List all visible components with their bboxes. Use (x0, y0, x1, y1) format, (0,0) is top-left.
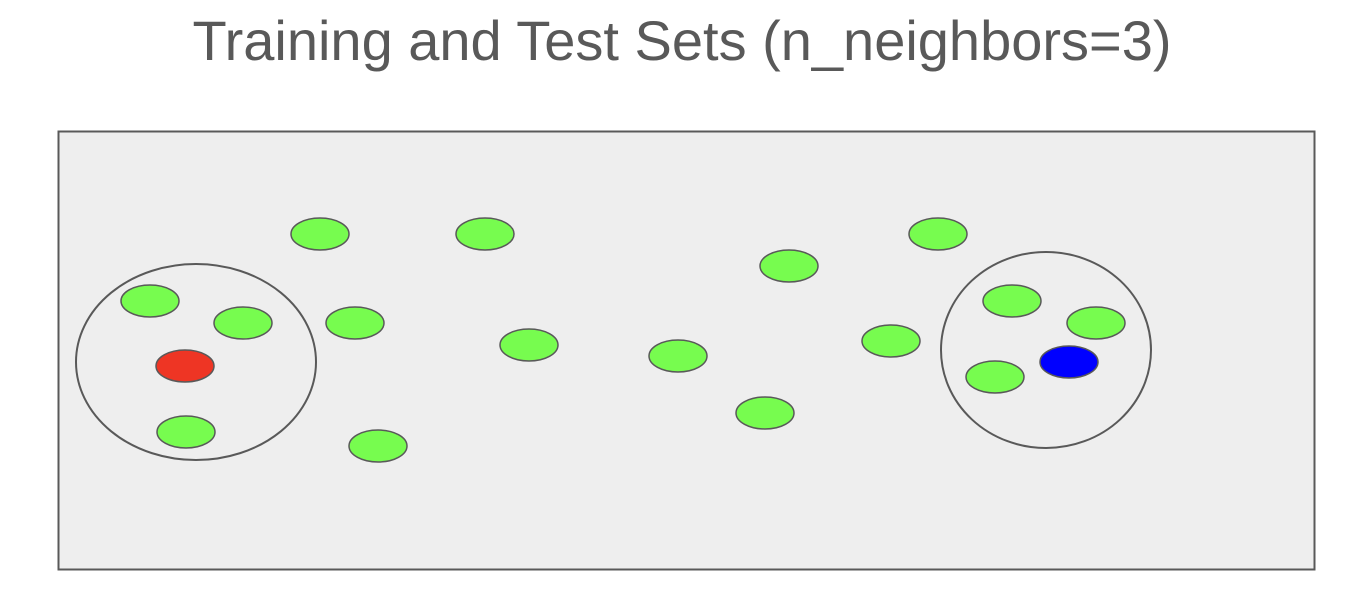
training-point (213, 306, 273, 340)
neighborhood-circle-left (75, 263, 317, 461)
training-points (120, 217, 1126, 463)
training-point (120, 284, 180, 318)
training-point (965, 360, 1025, 394)
training-point (735, 396, 795, 430)
neighborhood-circle-right (940, 251, 1152, 449)
training-point (290, 217, 350, 251)
training-point (455, 217, 515, 251)
test-point-blue (1039, 345, 1099, 379)
training-point (499, 328, 559, 362)
training-point (648, 339, 708, 373)
training-point (861, 324, 921, 358)
training-point (1066, 306, 1126, 340)
test-point-red (155, 349, 215, 383)
training-point (908, 217, 968, 251)
training-point (348, 429, 408, 463)
training-point (156, 415, 216, 449)
training-point (325, 306, 385, 340)
training-point (759, 249, 819, 283)
diagram-title: Training and Test Sets (n_neighbors=3) (192, 9, 1172, 72)
training-point (982, 284, 1042, 318)
